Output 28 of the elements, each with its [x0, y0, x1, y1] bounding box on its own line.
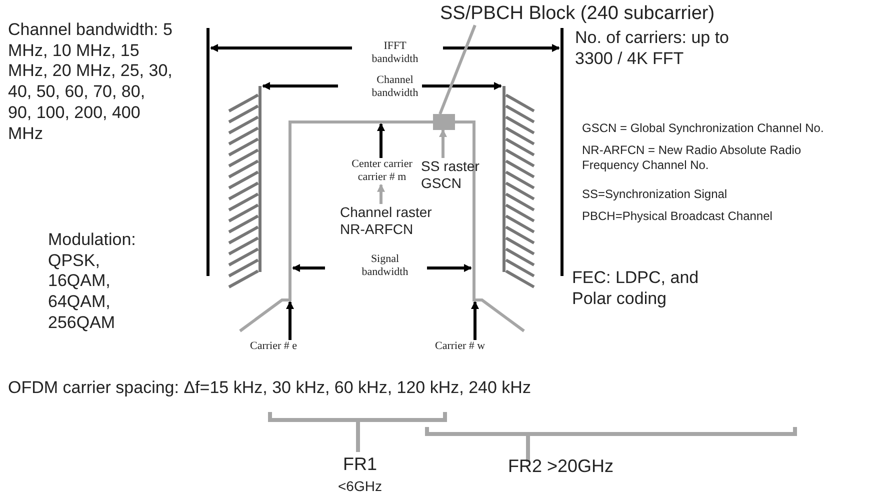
- arrow: [439, 129, 447, 158]
- dimension-label: Signal bandwidth: [360, 253, 410, 280]
- arrow: [471, 301, 479, 340]
- definition-text: SS=Synchronization Signal: [582, 187, 728, 202]
- carrier-label: Carrier # e: [250, 340, 298, 354]
- carrier-label: Carrier # w: [435, 340, 486, 354]
- raster-label: Channel raster NR-ARFCN: [340, 204, 450, 238]
- carrier-label: Center carrier carrier # m: [346, 158, 418, 185]
- range-label: FR2 >20GHz: [508, 456, 615, 478]
- definition-text: NR-ARFCN = New Radio Absolute Radio Frequency Channel No.: [582, 143, 802, 172]
- definition-text: GSCN = Global Synchronization Channel No.: [582, 121, 825, 136]
- leader-line: [438, 24, 476, 115]
- spec-text: FEC: LDPC, and Polar coding: [572, 268, 700, 310]
- spec-text: No. of carriers: up to 3300 / 4K FFT: [575, 28, 730, 70]
- spec-list: Modulation: QPSK, 16QAM, 64QAM, 256QAM: [48, 230, 143, 334]
- arrow: [377, 123, 385, 158]
- range-note: <6GHz: [338, 478, 383, 496]
- range-label: FR1: [343, 454, 378, 476]
- definition-text: PBCH=Physical Broadcast Channel: [582, 209, 774, 224]
- dimension-label: Channel bandwidth: [370, 74, 420, 101]
- spec-list: Channel bandwidth: 5 MHz, 10 MHz, 15 MHz, 20 MHz, 25, 30, 40, 50, 60, 70, 80, 90, 100, 200, 400 MHz: [8, 20, 173, 144]
- spec-text: OFDM carrier spacing: Δf=15 kHz, 30 kHz, 60 kHz, 120 kHz, 240 kHz: [8, 378, 532, 399]
- dimension-label: IFFT bandwidth: [370, 40, 420, 67]
- block-marker: [433, 114, 455, 130]
- callout-text: SS/PBCH Block (240 subcarrier): [440, 2, 715, 26]
- raster-label: SS raster GSCN: [421, 158, 501, 192]
- arrow: [286, 301, 294, 340]
- arrow: [377, 184, 385, 204]
